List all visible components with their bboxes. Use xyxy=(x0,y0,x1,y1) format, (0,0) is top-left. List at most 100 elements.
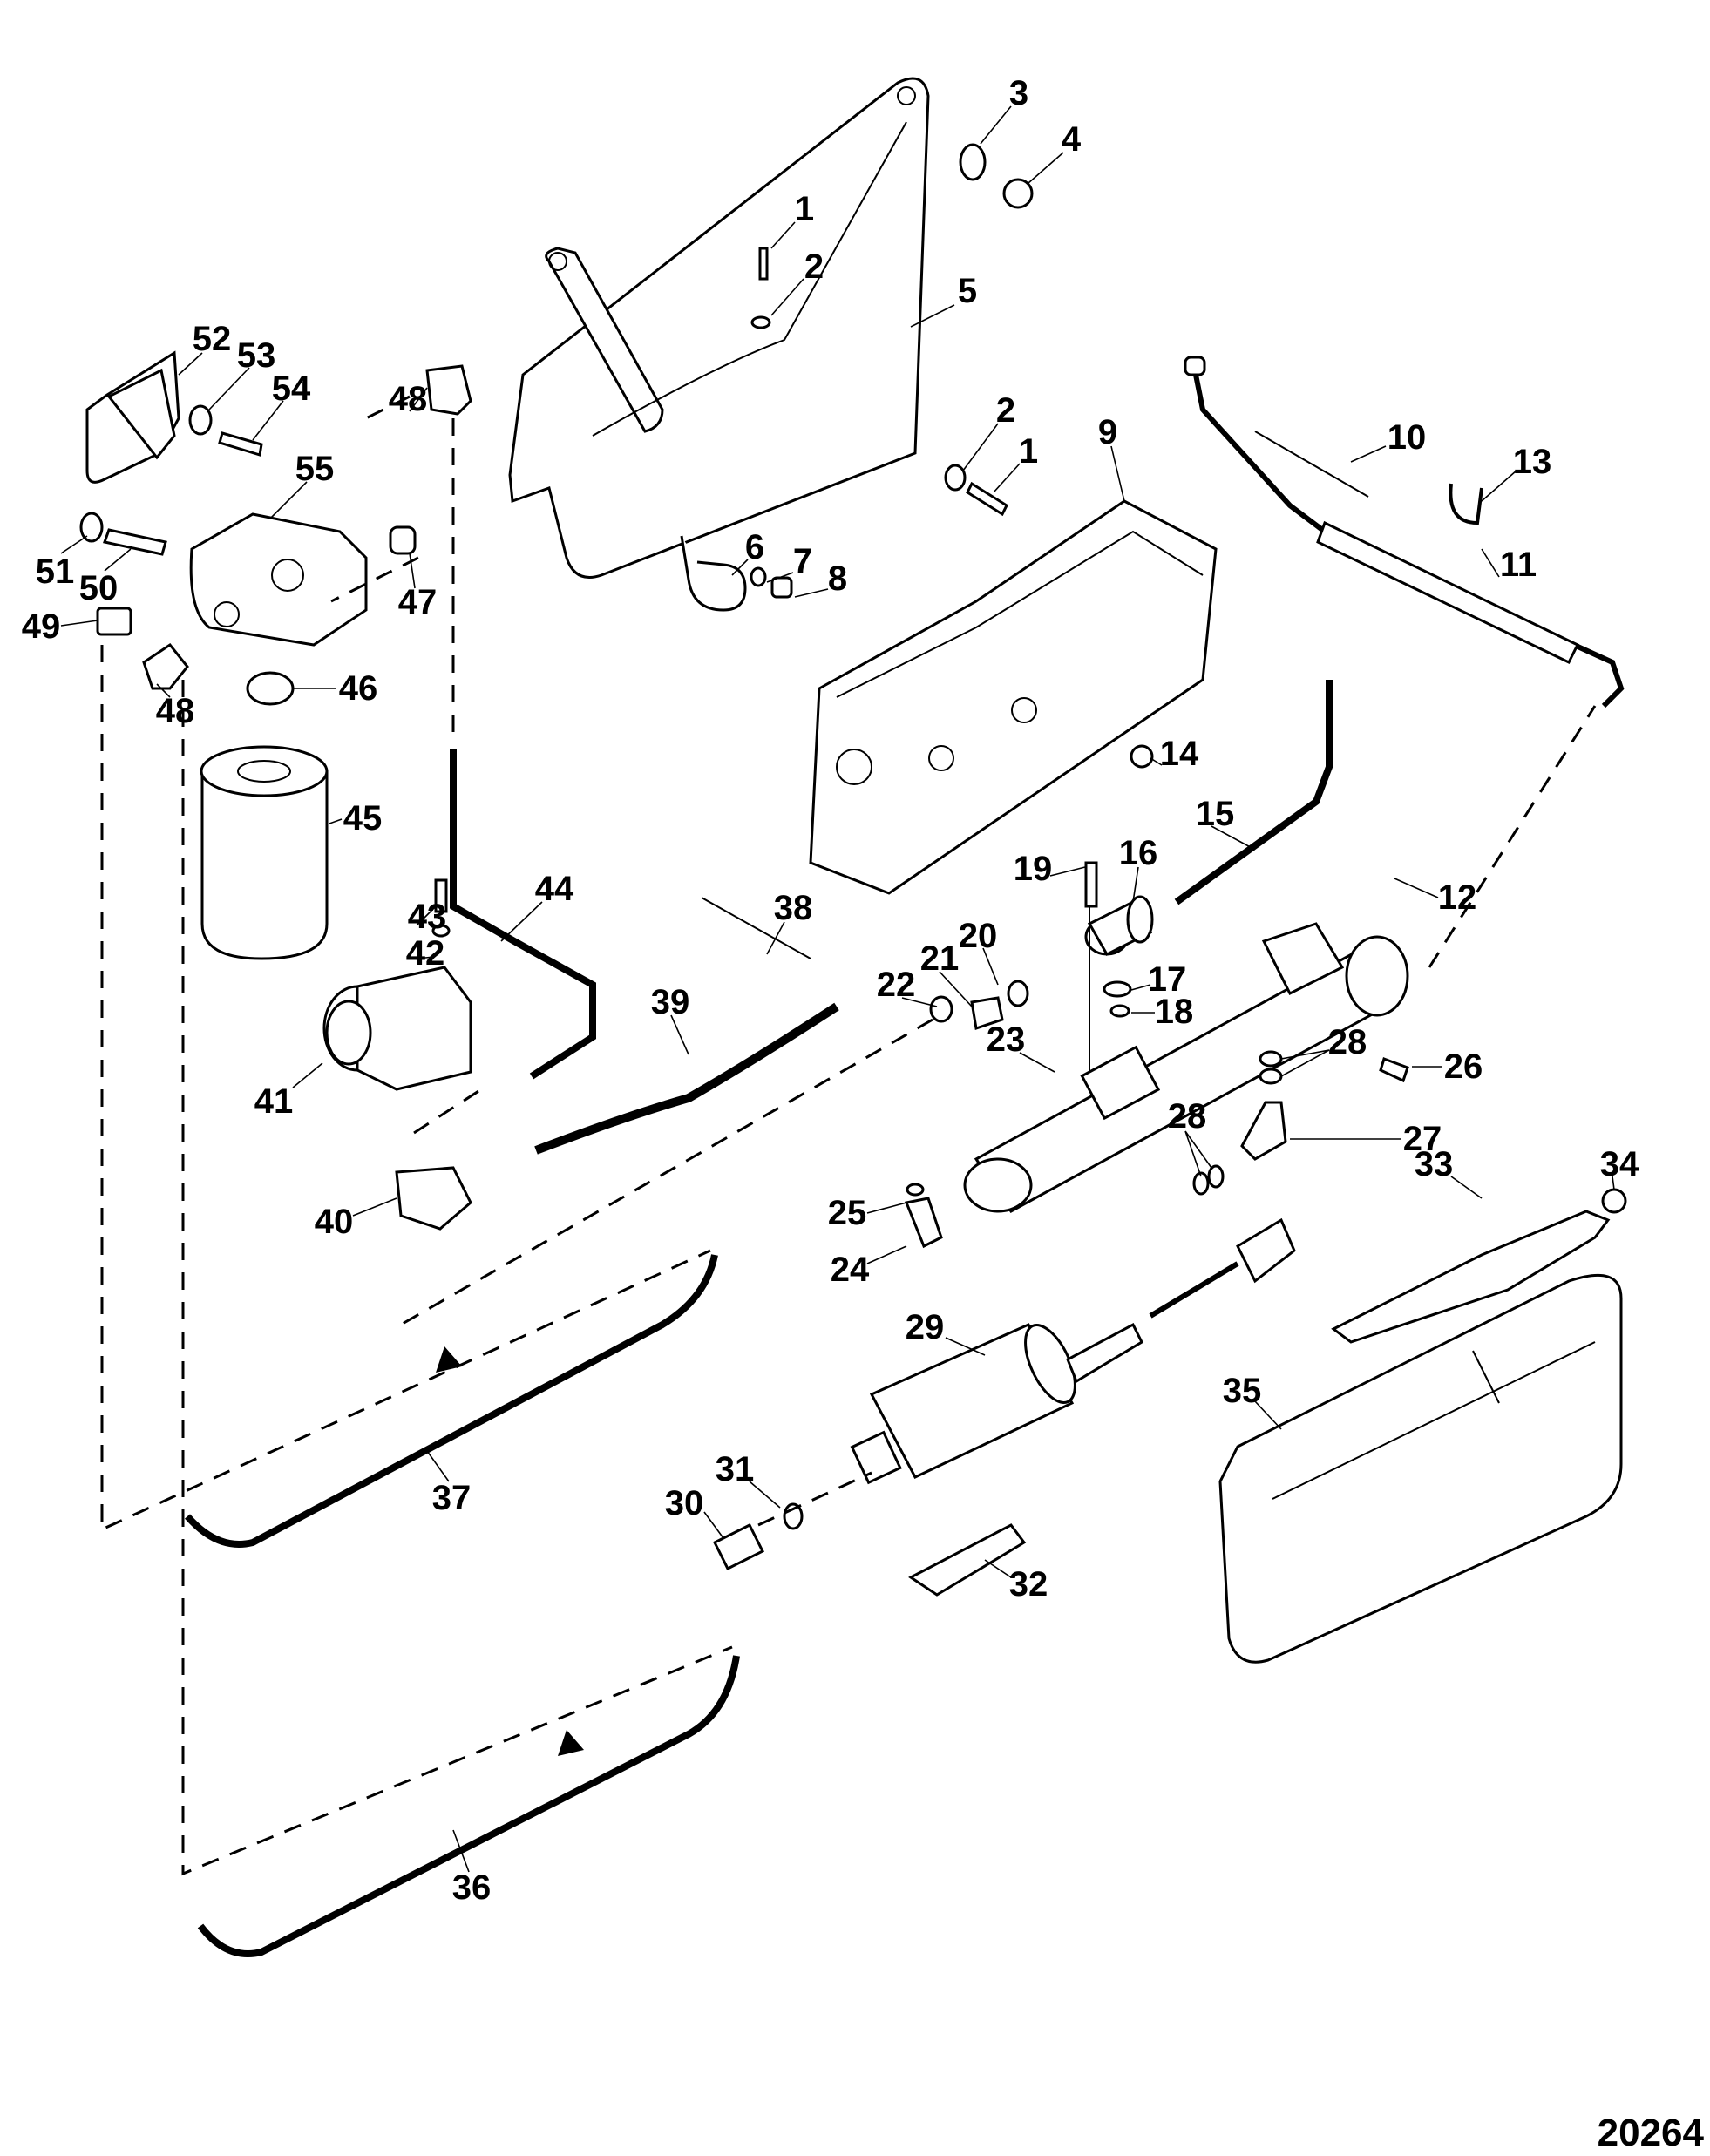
screw-26-part xyxy=(1379,1057,1409,1083)
callout-22: 22 xyxy=(877,966,916,1004)
callout-28b: 28 xyxy=(1168,1097,1207,1136)
sealant-tube-32-part xyxy=(908,1523,1027,1597)
module-bracket-part xyxy=(809,499,1218,895)
callout-45: 45 xyxy=(343,799,383,837)
leader-lines xyxy=(60,105,1615,1873)
callout-55: 55 xyxy=(295,450,335,488)
bolt-1a-part xyxy=(758,247,769,281)
callout-26: 26 xyxy=(1444,1047,1483,1086)
callout-15: 15 xyxy=(1196,795,1235,833)
callout-42: 42 xyxy=(406,934,445,973)
o-ring-28b-part xyxy=(1259,1068,1283,1085)
fuel-module-cover-part xyxy=(1218,1273,1623,1664)
gasket-40-part xyxy=(395,1166,472,1231)
callout-3: 3 xyxy=(1009,74,1028,112)
callout-7: 7 xyxy=(793,542,812,580)
callout-labels: 1 2 3 4 5 2 1 6 7 8 9 10 11 12 13 14 15 … xyxy=(22,74,1705,2154)
filter-base-part xyxy=(189,512,368,647)
bracket-33-part xyxy=(1331,1210,1611,1344)
callout-25: 25 xyxy=(828,1194,867,1232)
callout-24: 24 xyxy=(831,1251,870,1289)
figure-number: 20264 xyxy=(1598,2112,1705,2154)
o-ring-28a-part xyxy=(1259,1050,1283,1068)
fitting-21-part xyxy=(970,996,1004,1030)
callout-48a: 48 xyxy=(389,380,428,418)
callout-2a: 2 xyxy=(804,247,824,286)
callout-34: 34 xyxy=(1600,1145,1639,1183)
washer-3-part xyxy=(959,143,987,181)
callout-1b: 1 xyxy=(1019,432,1038,471)
o-ring-28c-part xyxy=(1192,1171,1210,1196)
plug-49-part xyxy=(96,607,132,636)
adapter-46-part xyxy=(246,671,295,706)
callout-2b: 2 xyxy=(996,391,1015,430)
callout-11: 11 xyxy=(1500,546,1537,584)
callout-48b: 48 xyxy=(156,692,195,730)
callout-35: 35 xyxy=(1223,1372,1262,1410)
nut-8-part xyxy=(770,576,793,599)
callout-43: 43 xyxy=(408,898,447,936)
fuel-cooler-part xyxy=(963,922,1409,1213)
callout-27: 27 xyxy=(1403,1120,1442,1158)
hose-39-part xyxy=(534,1002,839,1155)
plug-47-part xyxy=(389,525,417,555)
callout-30: 30 xyxy=(665,1484,704,1522)
fuel-line-44-part xyxy=(450,749,596,1080)
o-ring-25-part xyxy=(906,1183,925,1197)
clip-13-part xyxy=(1449,483,1483,525)
callout-28a: 28 xyxy=(1328,1023,1367,1061)
callout-4: 4 xyxy=(1062,120,1082,159)
callout-39: 39 xyxy=(651,983,690,1021)
bolt-19-part xyxy=(1084,861,1098,908)
fitting-24-part xyxy=(904,1197,943,1249)
callout-41: 41 xyxy=(254,1082,294,1121)
o-ring-22-part xyxy=(929,995,953,1023)
washer-2b-part xyxy=(944,464,967,492)
flow-arrow-37 xyxy=(436,1346,462,1373)
washer-2a-part xyxy=(750,315,771,329)
callout-32: 32 xyxy=(1009,1565,1048,1603)
fuel-line-36-part xyxy=(197,1655,740,1957)
callout-21: 21 xyxy=(920,939,960,978)
callout-31: 31 xyxy=(716,1450,755,1488)
callout-13: 13 xyxy=(1513,443,1552,481)
p-clamp-6-part xyxy=(680,535,747,612)
fitting-30-part xyxy=(712,1522,765,1571)
callout-53: 53 xyxy=(237,336,276,375)
assembly-lines xyxy=(100,395,1597,1876)
flow-arrow-36 xyxy=(558,1730,584,1756)
callout-14: 14 xyxy=(1160,735,1199,773)
screw-14-part xyxy=(1130,744,1154,769)
o-ring-17-part xyxy=(1103,980,1132,998)
elbow-48a-part xyxy=(425,364,472,416)
callout-23: 23 xyxy=(987,1020,1026,1059)
hose-15-part xyxy=(1174,680,1333,905)
callout-12: 12 xyxy=(1438,878,1477,917)
callout-44: 44 xyxy=(535,870,574,908)
callout-33: 33 xyxy=(1415,1145,1454,1183)
bolt-1b-part xyxy=(966,481,1008,517)
fuel-pump-29-part xyxy=(850,1217,1296,1485)
callout-46: 46 xyxy=(339,669,378,708)
callout-52: 52 xyxy=(193,320,232,358)
nut-4-part xyxy=(1002,178,1034,209)
callout-47: 47 xyxy=(398,583,438,621)
callout-10: 10 xyxy=(1388,418,1427,457)
callout-8: 8 xyxy=(828,559,847,598)
callout-18: 18 xyxy=(1155,993,1194,1031)
callout-36: 36 xyxy=(452,1868,492,1907)
elbow-27-part xyxy=(1240,1101,1287,1161)
mounting-bracket-part xyxy=(508,77,930,579)
callout-9: 9 xyxy=(1098,413,1117,451)
fuel-line-11-part xyxy=(1184,356,1625,708)
callout-50: 50 xyxy=(79,569,119,607)
callout-1a: 1 xyxy=(795,190,814,228)
o-ring-28d-part xyxy=(1207,1164,1225,1189)
callout-49: 49 xyxy=(22,607,61,646)
regulator-16-part xyxy=(1084,895,1154,956)
nut-34-part xyxy=(1601,1188,1627,1214)
callout-16: 16 xyxy=(1119,834,1158,872)
callout-37: 37 xyxy=(432,1479,472,1517)
callout-51: 51 xyxy=(36,553,75,591)
